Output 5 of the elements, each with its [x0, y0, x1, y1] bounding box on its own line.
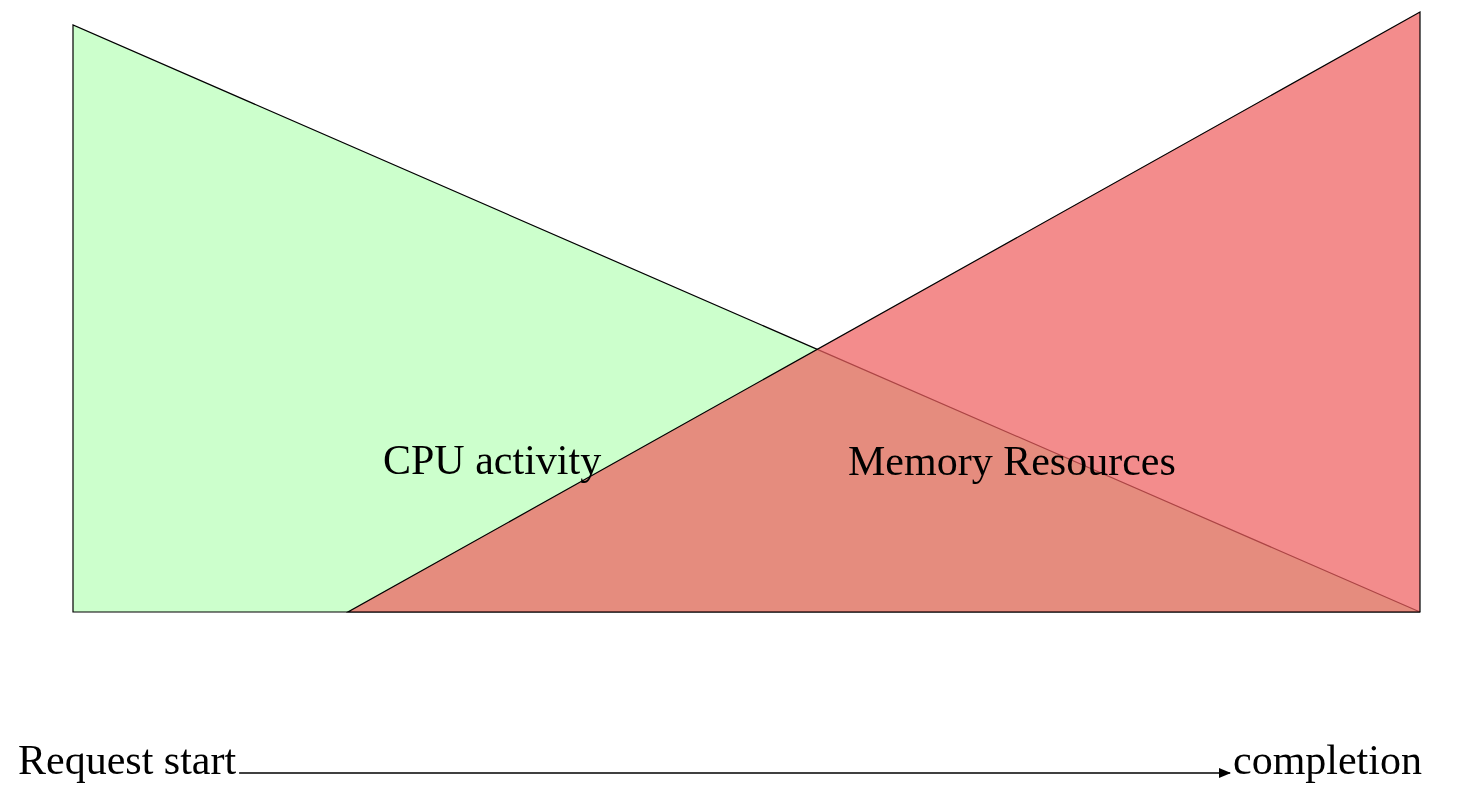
area-label: CPU activity — [383, 439, 602, 481]
area-label: Memory Resources — [848, 440, 1176, 482]
axis-label: completion — [1233, 739, 1422, 781]
arrow — [238, 768, 1231, 778]
axis-label: Request start — [18, 739, 237, 781]
